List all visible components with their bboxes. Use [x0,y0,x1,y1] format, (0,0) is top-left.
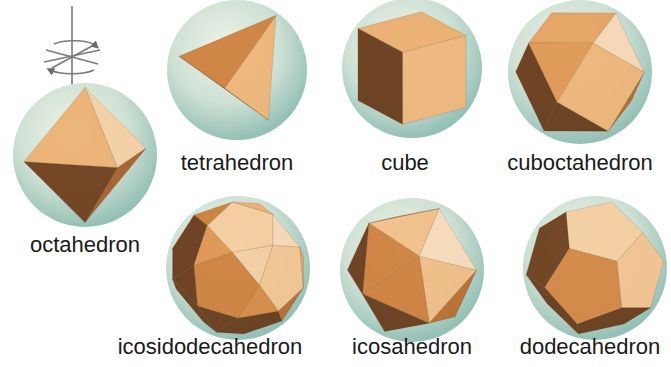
polyhedron-face [179,56,268,120]
polyhedron-face [173,265,198,306]
polyhedron-face [402,36,466,125]
polyhedron-face [197,306,237,332]
polyhedron-face [526,275,578,334]
sphere [166,196,310,340]
polyhedron-face [363,223,420,294]
polyhedron-face [300,247,304,288]
polyhedron-in-sphere [13,83,157,227]
polyhedron-face [232,202,272,214]
polyhedron-face [419,209,476,271]
polyhedron-face [273,214,300,247]
polyhedron-in-sphere [342,0,482,138]
shape-name-label: tetrahedron [181,150,294,176]
polyhedron-face [24,162,117,223]
sphere [167,0,307,140]
sphere [342,0,482,138]
polyhedron-face [179,15,276,88]
polyhedron-face [358,28,403,124]
shape-name-label: icosidodecahedron [118,334,303,360]
rotation-axis-symbol [44,6,100,92]
polyhedron-face [347,223,368,294]
polyhedron-face [194,226,232,266]
polyhedron-face [363,294,430,331]
sphere [13,83,157,227]
shape-name-label: dodecahedron [520,334,661,360]
shape-name-label: icosahedron [352,334,472,360]
polyhedron-in-sphere [508,0,652,144]
polyhedron-in-sphere [523,196,667,340]
sphere [523,196,667,340]
polyhedron-face [24,87,117,167]
polyhedron-in-sphere [166,196,310,340]
polyhedron-in-sphere [167,0,307,140]
sphere [340,198,484,342]
sphere [508,0,652,144]
polyhedron-face [369,209,439,224]
shape-name-label: cuboctahedron [507,150,653,176]
shape-name-label: octahedron [30,232,140,258]
shape-name-label: cube [381,150,429,176]
polyhedron-face [278,288,303,321]
polyhedron-face [429,270,476,323]
polyhedron-face [347,270,384,332]
polyhedron-in-sphere [340,198,484,342]
polyhedron-face [557,43,644,131]
